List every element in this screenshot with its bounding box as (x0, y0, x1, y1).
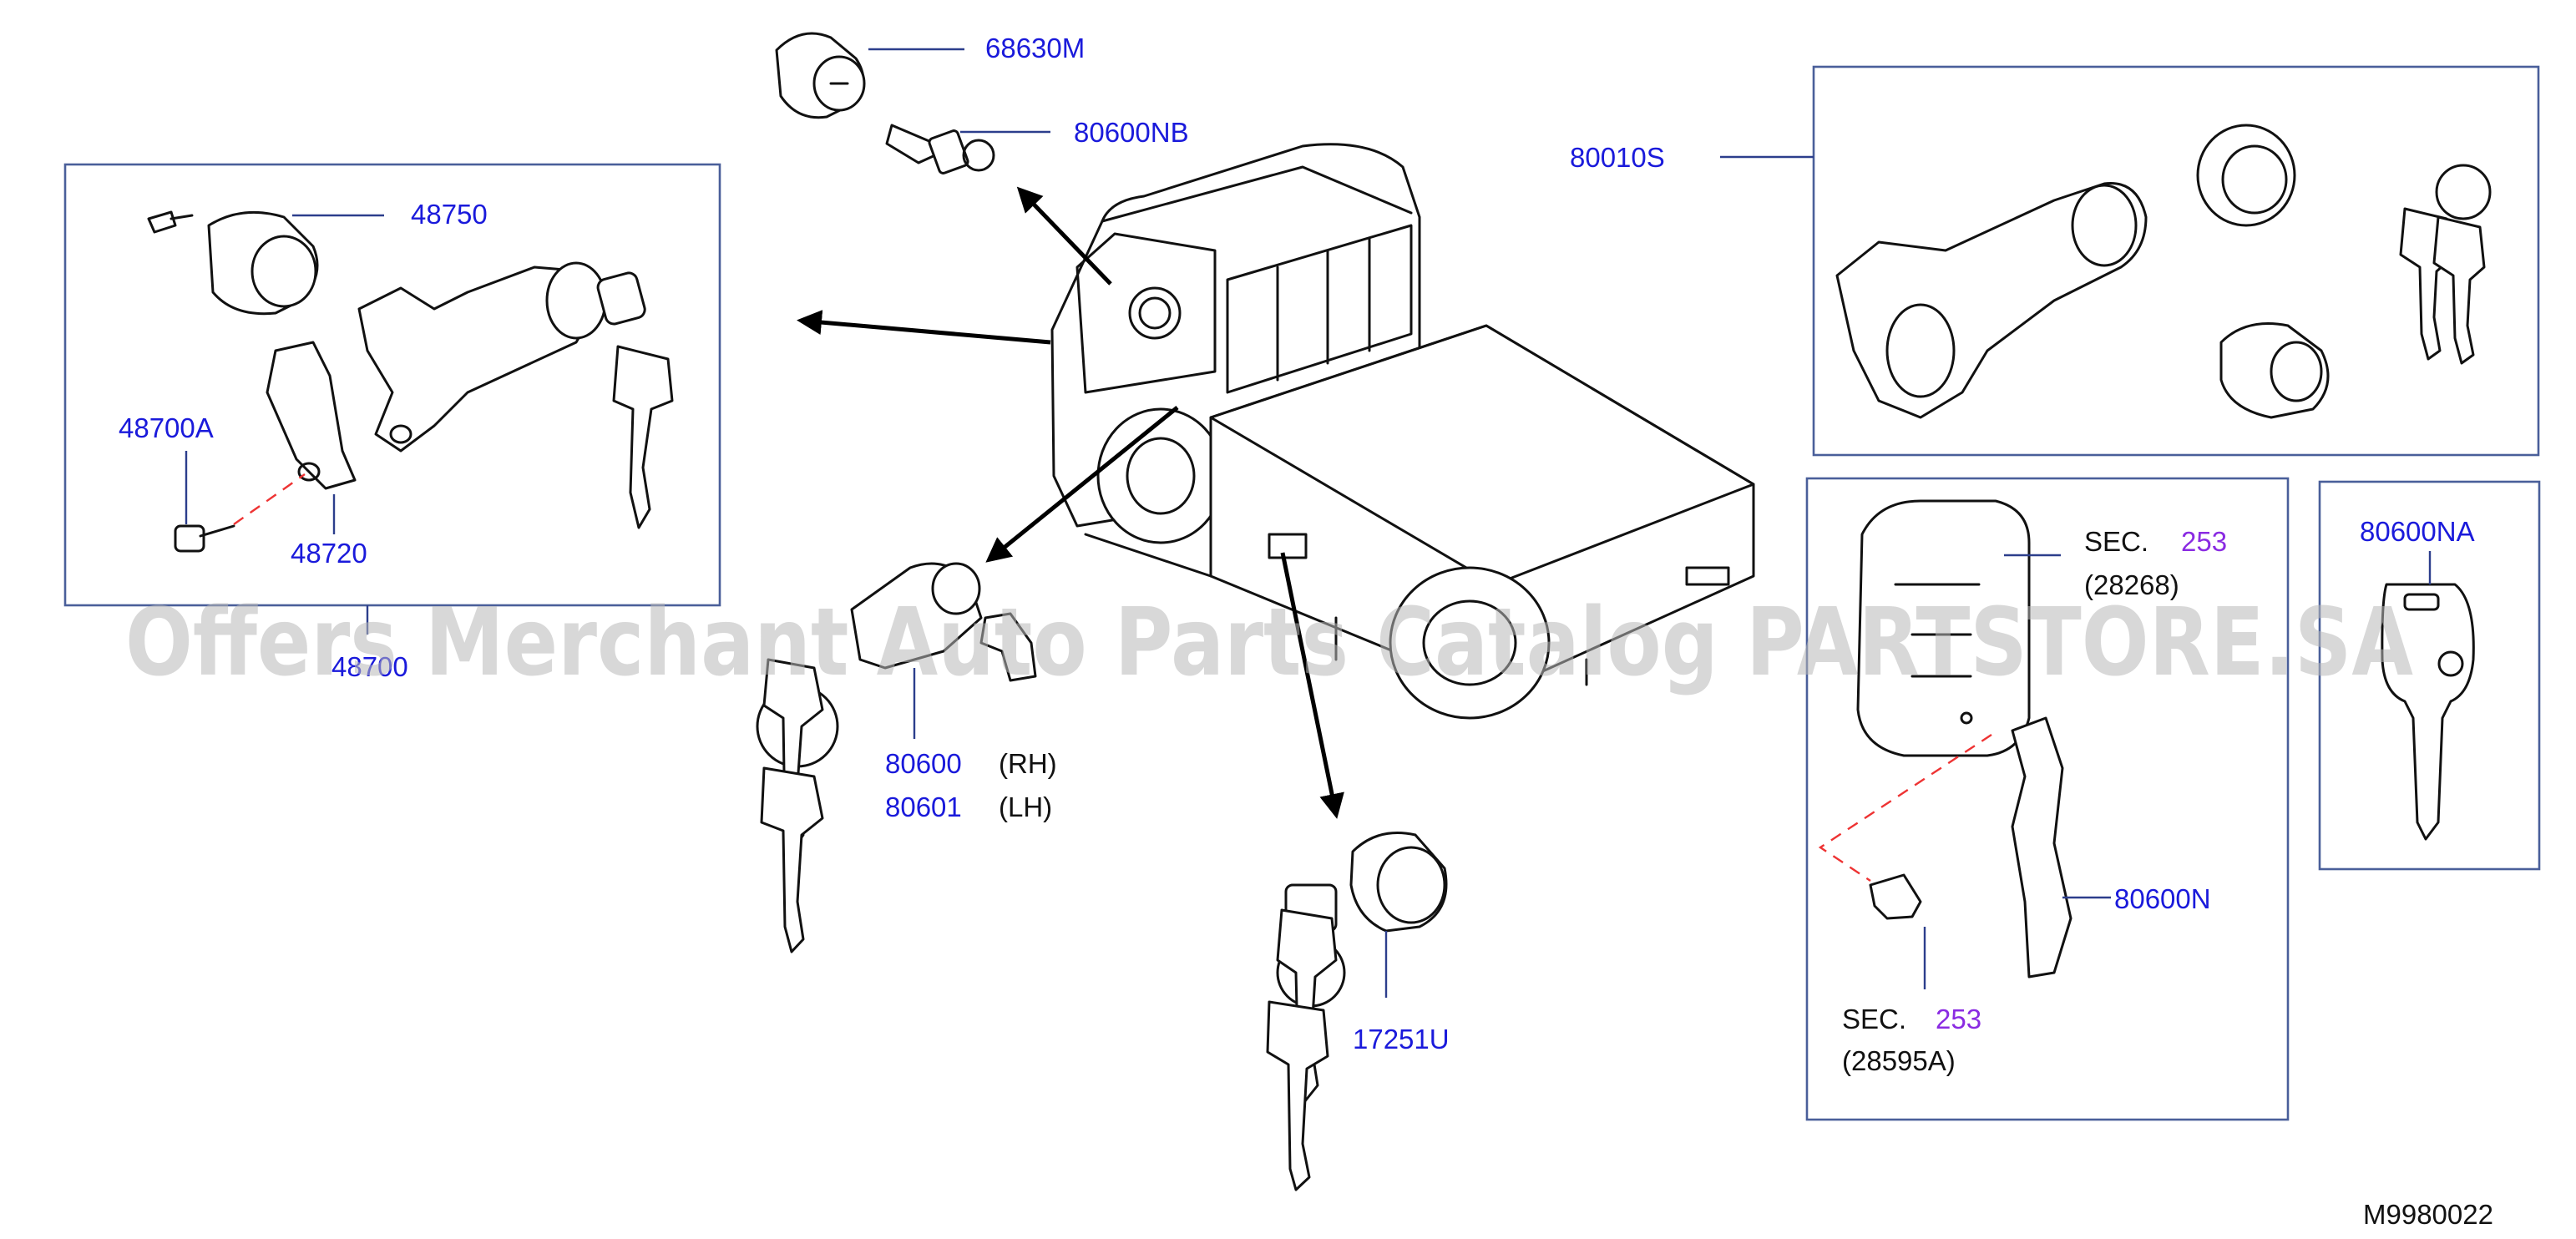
label-80601: 80601 (885, 791, 962, 822)
label-sec-1-ref: (28268) (2084, 569, 2179, 600)
label-48720: 48720 (291, 538, 367, 569)
label-80600N: 80600N (2114, 883, 2211, 914)
key-blank-part (2381, 583, 2475, 841)
key-set-parts (1835, 124, 2492, 419)
truck-illustration (1050, 143, 1755, 720)
fuel-lid-lock-part (775, 32, 866, 119)
part-labels: 68630M 80600NB 80010S 48750 48700A 48720… (119, 33, 2493, 1230)
callout-box-key-set (1812, 65, 2540, 457)
callout-box-intelligent-key (1805, 477, 2290, 1121)
label-17251U: 17251U (1353, 1024, 1450, 1054)
label-rh: (RH) (999, 748, 1057, 779)
callout-box-steering-lock (63, 163, 721, 607)
label-80010S: 80010S (1570, 142, 1665, 173)
location-arrows (797, 186, 1344, 819)
steering-lock-parts (147, 210, 674, 553)
label-sec-1: SEC. (2084, 526, 2148, 557)
label-48700: 48700 (331, 651, 408, 682)
label-48750: 48750 (411, 199, 488, 230)
label-sec-2-num: 253 (1936, 1004, 1981, 1034)
tailgate-lock-parts (1266, 832, 1448, 1191)
label-lh: (LH) (999, 791, 1052, 822)
watermark-text: Offers Merchant Auto Parts Catalog PARTS… (125, 589, 2413, 697)
callout-box-key-blank (2318, 480, 2541, 871)
label-80600: 80600 (885, 748, 962, 779)
label-68630M: 68630M (985, 33, 1085, 63)
leader-lines (185, 48, 2432, 998)
label-80600NA: 80600NA (2360, 516, 2475, 547)
label-80600NB: 80600NB (1074, 117, 1189, 148)
door-lock-parts (756, 562, 1037, 953)
label-sec-2: SEC. (1842, 1004, 1906, 1034)
label-sec-1-num: 253 (2181, 526, 2227, 557)
diagram-code: M9980022 (2363, 1199, 2493, 1230)
intelligent-key-parts (1856, 499, 2072, 979)
master-key-part (885, 124, 995, 174)
label-48700A: 48700A (119, 412, 214, 443)
label-sec-2-ref: (28595A) (1842, 1045, 1956, 1076)
